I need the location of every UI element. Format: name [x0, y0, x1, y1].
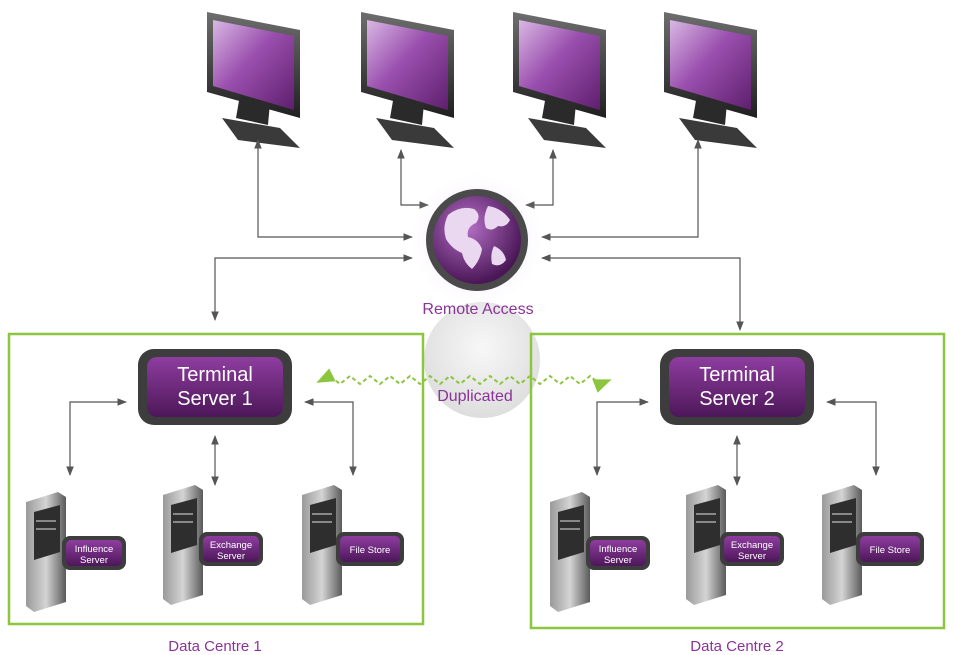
server-filestore-2-line1: File Store	[870, 545, 911, 556]
terminal-server-1: Terminal Server 1	[138, 349, 292, 425]
hub-label: Remote Access	[422, 301, 533, 318]
server-exchange-2-line2: Server	[738, 551, 766, 562]
connector-hub-ts2	[541, 254, 744, 331]
globe-icon	[426, 189, 528, 291]
datacentre-1: Terminal Server 1 Influence Server	[26, 349, 404, 612]
monitor-2	[361, 12, 454, 148]
server-tower-icon	[822, 485, 862, 605]
server-tower-icon	[302, 485, 342, 605]
server-exchange-1-line1: Exchange	[210, 540, 252, 551]
duplicated-link	[316, 368, 612, 393]
duplicated-label: Duplicated	[437, 388, 513, 405]
server-influence-2: Influence Server	[550, 492, 650, 612]
server-filestore-2: File Store	[822, 485, 924, 605]
connector-ts2-filestore	[826, 398, 880, 476]
connector-ts2-influence	[593, 398, 649, 476]
server-influence-1-line1: Influence	[75, 544, 114, 555]
server-influence-1-line2: Server	[80, 555, 108, 566]
dc2-connectors	[593, 398, 880, 486]
datacentre-1-label: Data Centre 1	[168, 638, 261, 655]
remote-access-hub	[407, 170, 547, 310]
server-tower-icon	[26, 492, 66, 612]
server-tower-icon	[550, 492, 590, 612]
server-tower-icon	[686, 485, 726, 605]
datacentre-2-frame	[529, 332, 946, 630]
datacentre-1-frame	[7, 332, 425, 626]
monitor-icon	[207, 12, 300, 148]
server-exchange-2: Exchange Server	[686, 485, 784, 605]
monitor-icon	[361, 12, 454, 148]
datacentre-2-label: Data Centre 2	[690, 638, 783, 655]
server-filestore-1: File Store	[302, 485, 404, 605]
terminal-server-2-line2: Server 2	[699, 388, 775, 410]
connector-monitor-1	[254, 139, 413, 241]
server-filestore-1-line1: File Store	[350, 545, 391, 556]
terminal-server-2: Terminal Server 2	[660, 349, 814, 425]
connector-hub-ts1	[211, 254, 413, 321]
datacentre-2: Terminal Server 2 Influence Server	[550, 349, 924, 612]
server-exchange-1-line2: Server	[217, 551, 245, 562]
server-exchange-1: Exchange Server	[163, 485, 263, 605]
terminal-server-2-line1: Terminal	[699, 364, 775, 386]
connector-ts1-filestore	[304, 398, 357, 476]
terminal-server-1-line2: Server 1	[177, 388, 253, 410]
server-tower-icon	[163, 485, 203, 605]
connector-monitor-4	[541, 139, 702, 241]
server-influence-1: Influence Server	[26, 492, 126, 612]
dc1-connectors	[66, 398, 357, 486]
monitor-icon	[664, 12, 757, 148]
monitor-4	[664, 12, 757, 148]
server-influence-2-line1: Influence	[599, 544, 638, 555]
server-exchange-2-line1: Exchange	[731, 540, 773, 551]
server-influence-2-line2: Server	[604, 555, 632, 566]
monitor-3	[513, 12, 606, 148]
monitor-1	[207, 12, 300, 148]
connector-ts1-influence	[66, 398, 127, 476]
monitor-icon	[513, 12, 606, 148]
terminal-server-1-line1: Terminal	[177, 364, 253, 386]
